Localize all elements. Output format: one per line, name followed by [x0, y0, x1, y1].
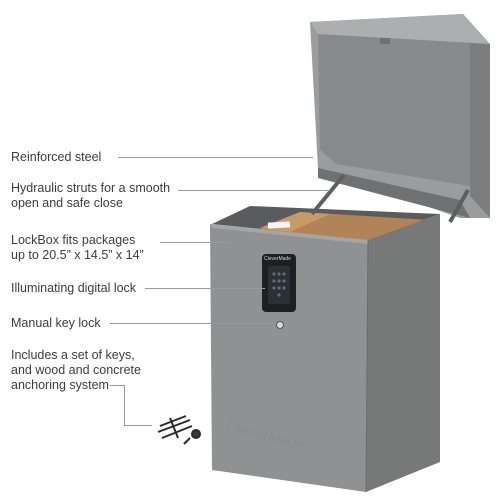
leader-digital-lock — [145, 288, 265, 289]
callout-digital-lock: Illuminating digital lock — [11, 281, 137, 295]
hydraulic-strut-right — [448, 189, 470, 223]
callout-lockbox-line2: up to 20.5” x 14.5” x 14” — [11, 248, 144, 262]
keys-and-anchors — [157, 415, 201, 445]
keyhole — [276, 321, 284, 329]
digital-keypad — [262, 254, 296, 312]
callout-hydraulic-line2: open and safe close — [11, 196, 123, 210]
callout-includes-line1: Includes a set of keys, — [11, 348, 135, 362]
leader-includes-h — [110, 385, 124, 386]
leader-reinforced-steel — [118, 157, 313, 158]
callout-reinforced-steel: Reinforced steel — [11, 150, 102, 164]
keypad-brand: CleverMade — [264, 256, 291, 262]
callout-lockbox-line1: LockBox fits packages — [11, 233, 136, 247]
leader-manual-lock — [110, 323, 276, 324]
leader-lockbox — [160, 242, 230, 243]
hydraulic-strut-left — [310, 173, 346, 216]
callout-includes-line3: anchoring system — [11, 378, 109, 392]
leader-hydraulic — [178, 190, 330, 191]
callout-hydraulic-line1: Hydraulic struts for a smooth — [11, 181, 171, 195]
callout-includes-line2: and wood and concrete — [11, 363, 141, 377]
open-lid — [310, 14, 490, 218]
leader-includes-v — [124, 385, 125, 425]
box-body — [210, 214, 440, 493]
callout-manual-lock: Manual key lock — [11, 316, 101, 330]
leader-includes-h2 — [124, 425, 152, 426]
